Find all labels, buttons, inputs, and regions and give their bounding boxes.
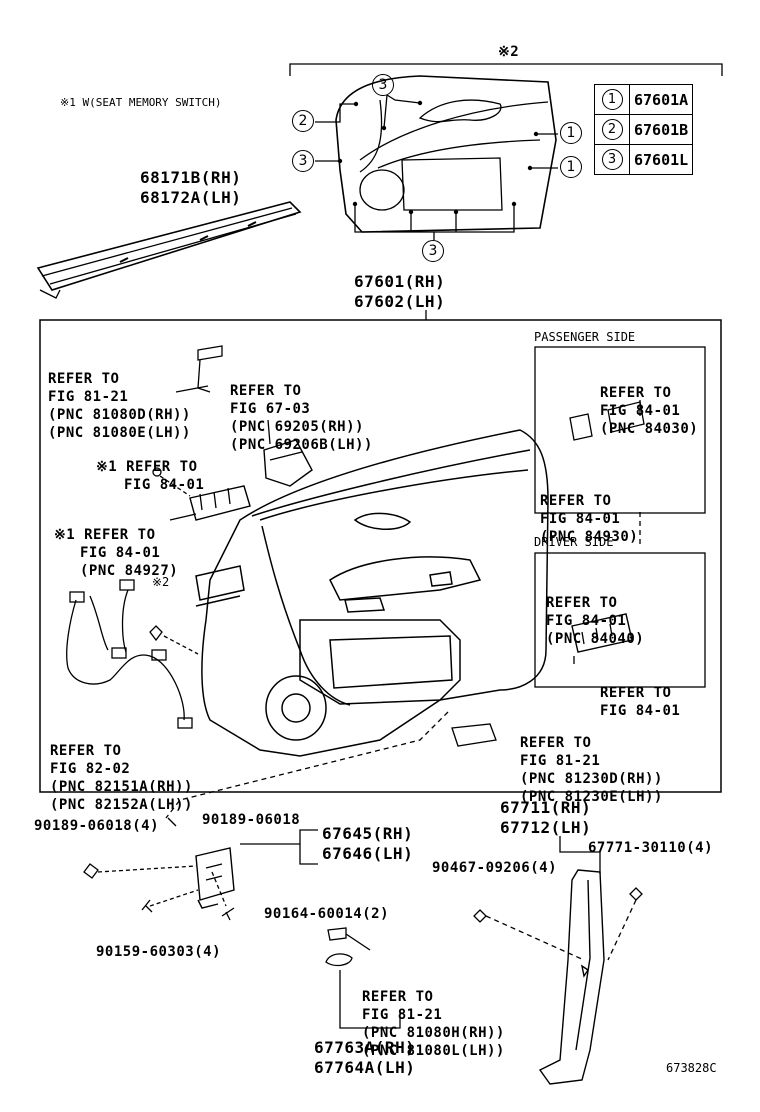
door-moulding-icon xyxy=(36,201,302,299)
callout-3: 3 xyxy=(292,150,314,172)
part-67763a-rh: 67763A(RH) xyxy=(314,1038,416,1057)
passenger-side-label: PASSENGER SIDE xyxy=(534,330,636,344)
legend-num: 2 xyxy=(601,119,623,140)
part-67771-30110: 67771-30110(4) xyxy=(588,840,714,856)
callout-1: 1 xyxy=(560,122,582,144)
armrest-bracket-icon xyxy=(195,847,235,909)
part-67764a-lh: 67764A(LH) xyxy=(314,1058,416,1077)
driver-side-label: DRIVER SIDE xyxy=(534,535,614,549)
memory-switch-icon xyxy=(189,485,251,521)
part-90164-60014: 90164-60014(2) xyxy=(264,906,390,922)
part-67711-rh: 67711(RH) xyxy=(500,798,592,817)
legend-part: 67601B xyxy=(628,114,694,145)
legend-num: 3 xyxy=(601,149,623,170)
pillar-trim-icon xyxy=(538,869,605,1085)
legend-part: 67601L xyxy=(628,144,694,175)
callout-1: 1 xyxy=(560,156,582,178)
note-mark-2: ※2 xyxy=(498,44,520,60)
part-90189-06018-4: 90189-06018(4) xyxy=(34,818,160,834)
part-90189-06018: 90189-06018 xyxy=(202,812,301,828)
trim-panel-outline-icon xyxy=(335,75,557,233)
part-90467-09206: 90467-09206(4) xyxy=(432,860,558,876)
seat-memory-note: ※1 W(SEAT MEMORY SWITCH) xyxy=(60,96,222,109)
callout-2: 2 xyxy=(292,110,314,132)
panel-rh-label: 67601(RH) xyxy=(354,272,446,291)
callout-3: 3 xyxy=(372,74,394,96)
panel-lh-label: 67602(LH) xyxy=(354,292,446,311)
part-90159-60303: 90159-60303(4) xyxy=(96,944,222,960)
mark-2-label: ※2 xyxy=(152,575,170,589)
part-67712-lh: 67712(LH) xyxy=(500,818,592,837)
moulding-rh-label: 68171B(RH) xyxy=(140,168,242,187)
drawing-number: 673828C xyxy=(666,1061,717,1075)
callout-3: 3 xyxy=(422,240,444,262)
moulding-lh-label: 68172A(LH) xyxy=(140,188,242,207)
wire-harness-icon xyxy=(66,579,193,729)
legend-num: 1 xyxy=(601,89,623,110)
legend-part: 67601A xyxy=(628,84,694,115)
door-trim-panel-icon xyxy=(195,429,549,757)
part-67645-rh: 67645(RH) xyxy=(322,824,414,843)
inner-handle-icon xyxy=(263,419,313,487)
part-67646-lh: 67646(LH) xyxy=(322,844,414,863)
